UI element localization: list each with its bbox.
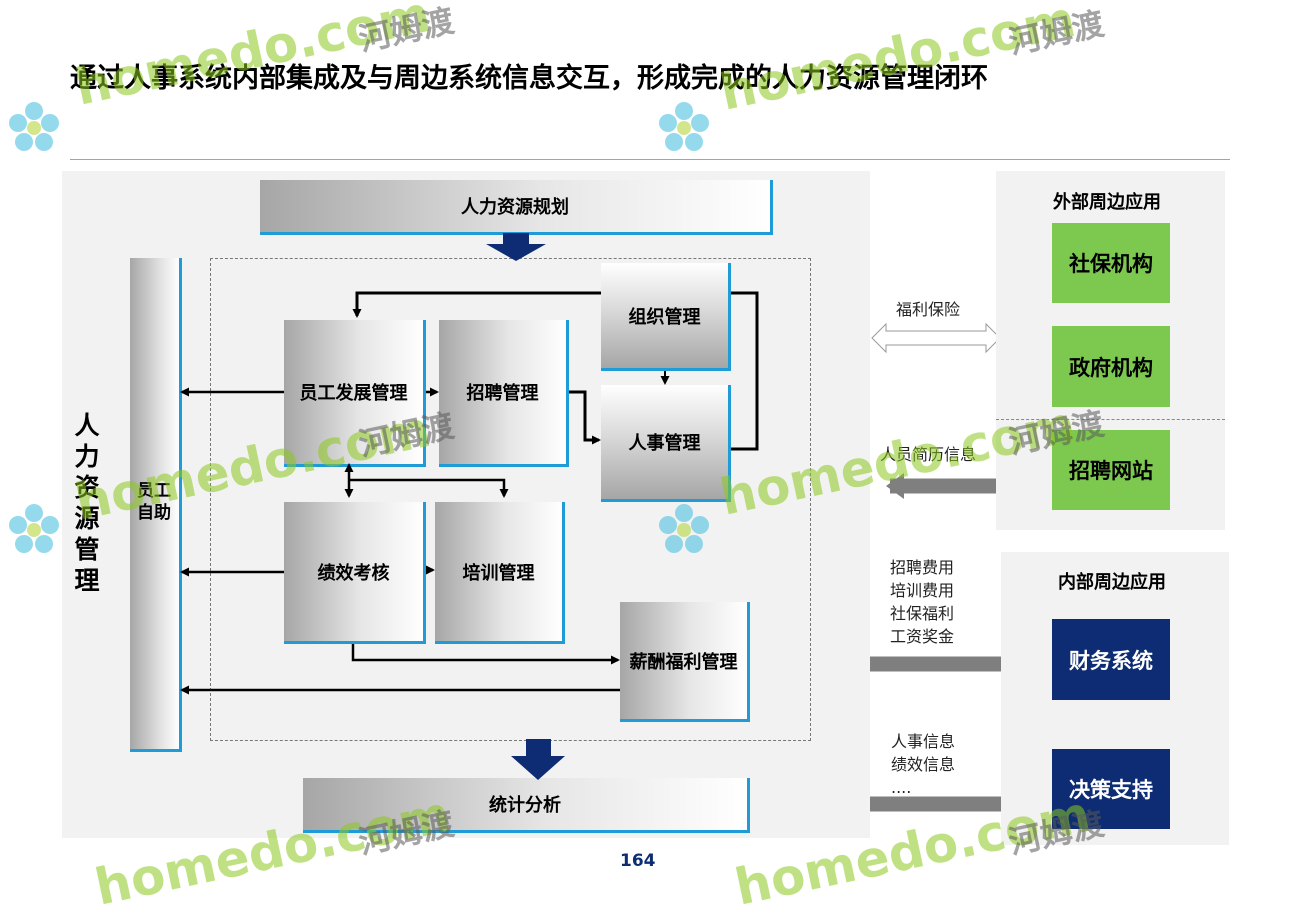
side-label-char: 源 <box>74 504 100 533</box>
employee-development-box: 员工发展管理 <box>284 320 426 467</box>
decision-flow-labels: 人事信息 绩效信息 .... <box>891 730 955 799</box>
side-label-char: 力 <box>74 442 100 471</box>
recruitment-site-box: 招聘网站 <box>1052 430 1170 510</box>
decision-label: 人事信息 <box>891 732 956 751</box>
statistics-down-arrow <box>511 739 565 780</box>
decision-support-box: 决策支持 <box>1052 749 1170 829</box>
page-title: 通过人事系统内部集成及与周边系统信息交互，形成完成的人力资源管理闭环 <box>70 63 988 94</box>
performance-review-box: 绩效考核 <box>284 502 426 644</box>
internal-apps-heading: 内部周边应用 <box>1058 572 1166 593</box>
org-to-dev-line <box>352 291 601 318</box>
recruitment-management-box: 招聘管理 <box>439 320 569 467</box>
page-number: 164 <box>620 851 656 871</box>
planning-down-arrow <box>486 233 546 261</box>
org-right-loop-line <box>731 291 759 451</box>
decision-label: .... <box>891 778 912 797</box>
core-modules-container <box>210 258 811 741</box>
self-service-line: 员工 <box>137 481 171 501</box>
flower-logo-icon <box>659 504 709 553</box>
self-service-line: 自助 <box>137 503 171 523</box>
social-security-box: 社保机构 <box>1052 223 1170 303</box>
finance-label: 招聘费用 <box>890 558 955 577</box>
finance-flow-labels: 招聘费用 培训费用 社保福利 工资奖金 <box>890 556 954 648</box>
welfare-label: 福利保险 <box>896 300 961 319</box>
finance-label: 培训费用 <box>890 581 955 600</box>
flower-logo-icon <box>659 102 709 151</box>
dev-to-training-line <box>349 478 509 498</box>
employee-self-service-label: 员工 自助 <box>130 480 178 524</box>
decision-label: 绩效信息 <box>891 755 956 774</box>
compensation-management-box: 薪酬福利管理 <box>620 602 750 722</box>
external-divider <box>996 419 1225 420</box>
side-label-char: 人 <box>74 411 100 440</box>
side-label-char: 理 <box>74 566 100 595</box>
resume-label: 人员简历信息 <box>880 445 977 464</box>
title-divider <box>70 159 1230 160</box>
government-box: 政府机构 <box>1052 326 1170 407</box>
personnel-management-box: 人事管理 <box>601 385 731 502</box>
external-apps-heading: 外部周边应用 <box>1053 192 1161 213</box>
training-management-box: 培训管理 <box>435 502 565 644</box>
flower-logo-icon <box>9 504 59 553</box>
side-label-char: 资 <box>74 473 100 502</box>
finance-label: 社保福利 <box>890 604 955 623</box>
finance-label: 工资奖金 <box>890 627 955 646</box>
perf-to-comp-line <box>351 644 620 665</box>
side-label-char: 管 <box>74 535 100 564</box>
statistics-analysis-box: 统计分析 <box>303 778 750 833</box>
finance-system-box: 财务系统 <box>1052 619 1170 700</box>
recruit-to-personnel-line <box>569 390 601 445</box>
flower-logo-icon <box>9 102 59 151</box>
side-label: 人 力 资 源 管 理 <box>72 410 102 596</box>
org-management-box: 组织管理 <box>601 263 731 371</box>
employee-self-service-bar <box>130 258 182 752</box>
